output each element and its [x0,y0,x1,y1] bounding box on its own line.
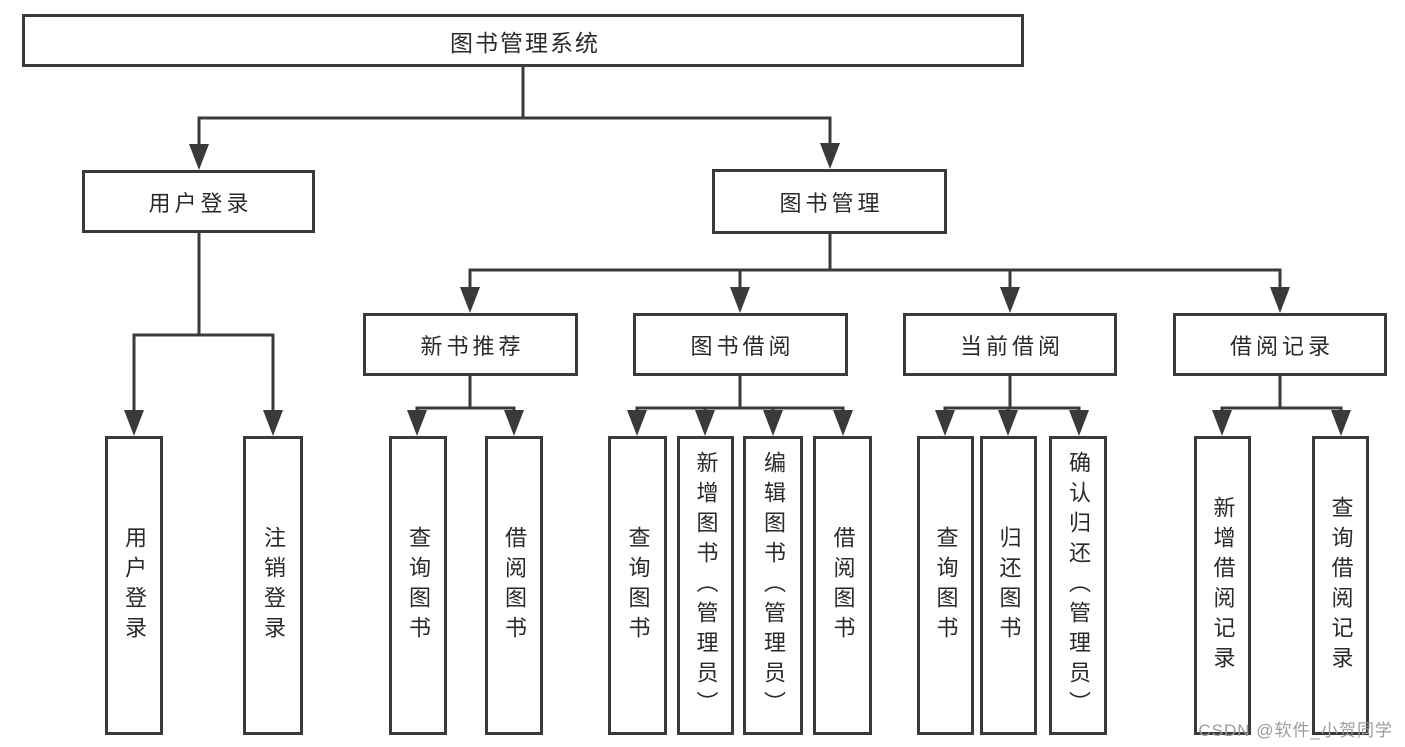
connector-arrowhead [695,410,715,436]
connector-arrowhead [833,410,853,436]
connector-arrowhead [763,410,783,436]
connector-arrowhead [407,410,427,436]
leaf-query-books-recommend: 查询图书 [389,436,447,735]
leaf-query-books-current: 查询图书 [917,436,974,735]
node-label: 图书借阅 [690,333,795,359]
node-borrowing-records: 借阅记录 [1173,313,1387,376]
leaf-add-borrow-record: 新增借阅记录 [1194,436,1251,735]
connector-arrowhead [1270,287,1290,313]
connector-arrowhead [263,410,283,436]
csdn-watermark: CSDN @软件_小贺同学 [1198,721,1393,740]
node-label: 当前借阅 [959,333,1064,359]
leaf-label: 查询图书 [625,525,651,646]
leaf-confirm-return-admin: 确认归还（管理员） [1049,436,1107,735]
connector-arrowhead [820,143,840,169]
node-user-login: 用户登录 [82,170,315,233]
leaf-label: 查询借阅记录 [1328,495,1354,676]
connector-arrowhead [1069,410,1089,436]
leaf-label: 新增图书（管理员） [693,450,719,721]
connector-arrowhead [1212,410,1232,436]
connector-arrowhead [460,287,480,313]
leaf-label: 借阅图书 [830,525,856,646]
leaf-edit-books-admin: 编辑图书（管理员） [743,436,803,735]
leaf-borrow-books: 借阅图书 [813,436,872,735]
leaf-borrow-books-recommend: 借阅图书 [485,436,543,735]
leaf-label: 新增借阅记录 [1210,495,1236,676]
node-label: 借阅记录 [1229,333,1334,359]
leaf-add-books-admin: 新增图书（管理员） [677,436,734,735]
node-new-book-recommendation: 新书推荐 [363,313,578,376]
leaf-label: 查询图书 [933,525,959,646]
leaf-return-books: 归还图书 [980,436,1037,735]
leaf-label: 注销登录 [261,525,286,646]
leaf-label: 归还图书 [996,525,1022,646]
node-label: 用户登录 [148,190,253,216]
connector-arrowhead [935,410,955,436]
connector-arrowhead [189,144,209,170]
node-current-borrowing: 当前借阅 [903,313,1117,376]
leaf-label: 用户登录 [122,525,147,646]
leaf-user-login: 用户登录 [105,436,163,735]
node-book-management: 图书管理 [712,169,947,234]
connector-arrowhead [1331,410,1351,436]
node-label: 新书推荐 [420,333,525,359]
leaf-label: 编辑图书（管理员） [761,450,786,721]
leaf-label: 查询图书 [406,525,431,646]
leaf-logout: 注销登录 [243,436,303,735]
connector-arrowhead [627,410,647,436]
node-label: 图书管理 [779,190,884,216]
leaf-query-books-borrow: 查询图书 [608,436,667,735]
leaf-label: 确认归还（管理员） [1066,450,1091,721]
node-library-management-system: 图书管理系统 [22,14,1024,67]
connector-arrowhead [124,410,144,436]
connector-arrowhead [504,410,524,436]
leaf-label: 借阅图书 [502,525,527,646]
connector-arrowhead [1000,287,1020,313]
connector-arrowhead [730,287,750,313]
connector-arrowhead [998,410,1018,436]
node-label: 图书管理系统 [450,29,600,56]
node-book-borrowing: 图书借阅 [633,313,848,376]
leaf-query-borrow-record: 查询借阅记录 [1312,436,1369,735]
